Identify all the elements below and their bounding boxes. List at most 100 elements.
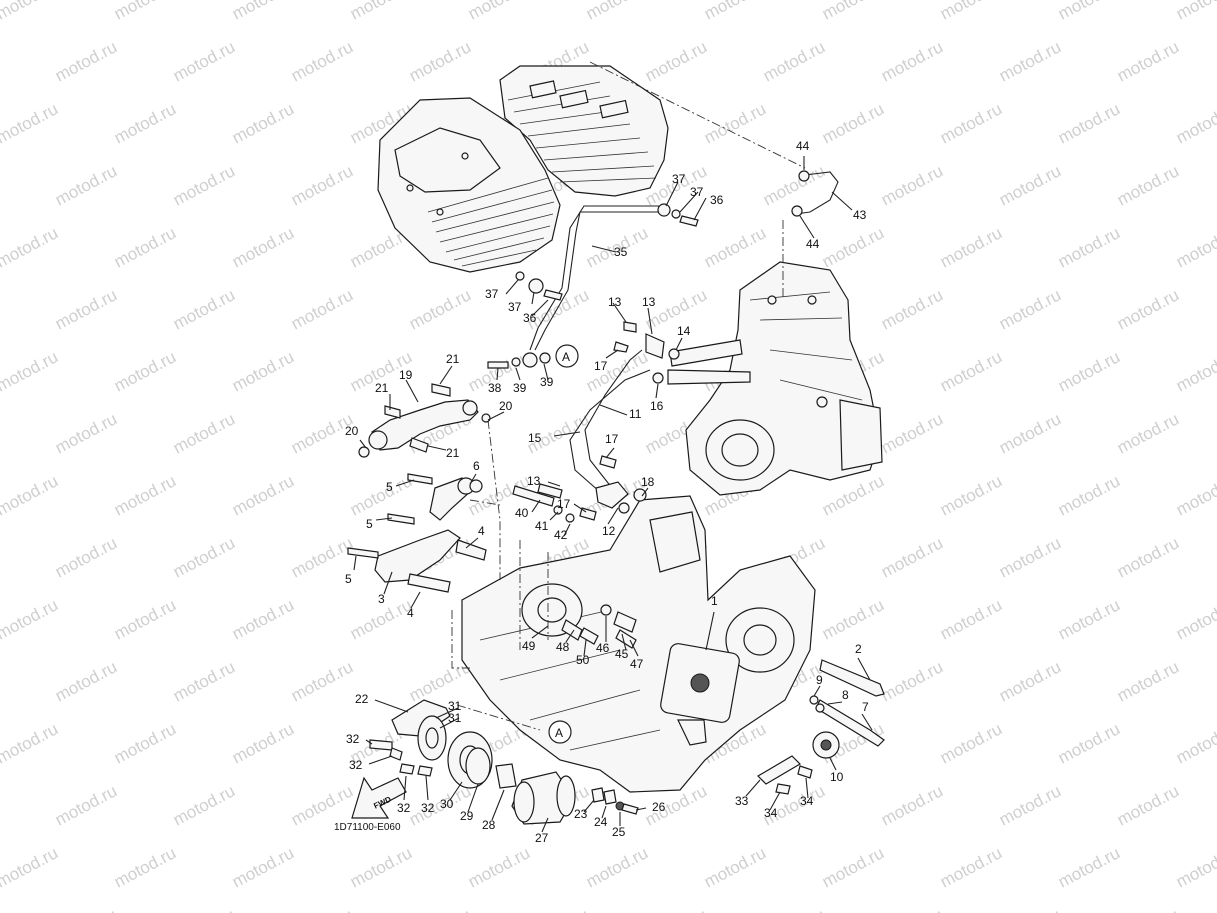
callout-37: 37: [690, 185, 704, 199]
callout-37: 37: [508, 300, 522, 314]
callout-labels: 1 2 3 4 4 5 5 5 6 7 8 9 10 11 12 13 13 1…: [345, 139, 869, 845]
watermark-text: motod.ru: [937, 223, 1005, 271]
callout-49: 49: [522, 639, 536, 653]
watermark-text: motod.ru: [170, 37, 238, 85]
watermark-text: motod.ru: [878, 285, 946, 333]
callout-42: 42: [554, 528, 568, 542]
watermark-text: motod.ru: [1055, 595, 1123, 643]
watermark-text: motod.ru: [52, 285, 120, 333]
watermark-text: motod.ru: [701, 223, 769, 271]
callout-leader-lines: [353, 156, 873, 833]
watermark-text: motod.ru: [878, 409, 946, 457]
watermark-text: motod.ru: [1114, 905, 1182, 913]
watermark-text: motod.ru: [229, 719, 297, 767]
watermark-text: motod.ru: [406, 905, 474, 913]
watermark-text: motod.ru: [878, 37, 946, 85]
callout-31: 31: [448, 699, 462, 713]
callout-9: 9: [816, 673, 823, 687]
callout-38: 38: [488, 381, 502, 395]
cylinder-assembly-drawing: [377, 65, 669, 273]
watermark-text: motod.ru: [937, 843, 1005, 891]
watermark-text: motod.ru: [229, 0, 297, 24]
watermark-text: motod.ru: [996, 905, 1064, 913]
watermark-text: motod.ru: [1055, 0, 1123, 24]
oil-lines-drawing: [529, 171, 839, 493]
watermark-text: motod.ru: [1114, 37, 1182, 85]
watermark-text: motod.ru: [996, 285, 1064, 333]
reference-marker-label: A: [562, 350, 570, 364]
watermark-text: motod.ru: [111, 0, 179, 24]
watermark-text: motod.ru: [1114, 409, 1182, 457]
callout-44: 44: [796, 139, 810, 153]
callout-17: 17: [594, 359, 608, 373]
watermark-text: motod.ru: [170, 657, 238, 705]
callout-5: 5: [366, 517, 373, 531]
reference-marker-label: A: [555, 726, 563, 740]
callout-18: 18: [641, 475, 655, 489]
watermark-text: motod.ru: [288, 161, 356, 209]
watermark-text: motod.ru: [52, 533, 120, 581]
callout-17: 17: [605, 432, 619, 446]
callout-1: 1: [711, 594, 718, 608]
watermark-text: motod.ru: [229, 471, 297, 519]
watermark-text: motod.ru: [937, 347, 1005, 395]
callout-13: 13: [608, 295, 622, 309]
watermark-text: motod.ru: [52, 657, 120, 705]
watermark-text: motod.ru: [1173, 347, 1217, 395]
callout-34: 34: [800, 794, 814, 808]
callout-17: 17: [557, 497, 571, 511]
watermark-text: motod.ru: [170, 905, 238, 913]
watermark-text: motod.ru: [0, 0, 61, 24]
watermark-text: motod.ru: [1173, 471, 1217, 519]
watermark-text: motod.ru: [642, 37, 710, 85]
callout-13: 13: [527, 474, 541, 488]
callout-47: 47: [630, 657, 644, 671]
watermark-text: motod.ru: [878, 657, 946, 705]
watermark-text: motod.ru: [111, 595, 179, 643]
watermark-text: motod.ru: [819, 99, 887, 147]
watermark-text: motod.ru: [229, 223, 297, 271]
watermark-text: motod.ru: [170, 409, 238, 457]
watermark-text: motod.ru: [996, 409, 1064, 457]
watermark-text: motod.ru: [0, 161, 2, 209]
watermark-text: motod.ru: [937, 0, 1005, 24]
callout-39: 39: [540, 375, 554, 389]
watermark-text: motod.ru: [347, 843, 415, 891]
callout-20: 20: [345, 424, 359, 438]
watermark-text: motod.ru: [937, 595, 1005, 643]
callout-14: 14: [677, 324, 691, 338]
watermark-text: motod.ru: [52, 161, 120, 209]
watermark-text: motod.ru: [819, 223, 887, 271]
watermark-text: motod.ru: [760, 905, 828, 913]
callout-43: 43: [853, 208, 867, 222]
watermark-text: motod.ru: [229, 99, 297, 147]
callout-46: 46: [596, 641, 610, 655]
watermark-text: motod.ru: [52, 905, 120, 913]
watermark-text: motod.ru: [406, 657, 474, 705]
small-parts-drawing: [347, 170, 885, 825]
watermark-text: motod.ru: [701, 0, 769, 24]
watermark-text: motod.ru: [465, 843, 533, 891]
watermark-text: motod.ru: [937, 99, 1005, 147]
watermark-text: motod.ru: [1114, 285, 1182, 333]
watermark-text: motod.ru: [0, 595, 61, 643]
watermark-text: motod.ru: [0, 285, 2, 333]
watermark-text: motod.ru: [229, 595, 297, 643]
assembly-guide-lines: [451, 61, 806, 731]
watermark-text: motod.ru: [170, 161, 238, 209]
watermark-text: motod.ru: [170, 533, 238, 581]
watermark-text: motod.ru: [1173, 99, 1217, 147]
watermark-text: motod.ru: [878, 781, 946, 829]
watermark-text: motod.ru: [996, 533, 1064, 581]
watermark-text: motod.ru: [524, 905, 592, 913]
watermark-text: motod.ru: [111, 347, 179, 395]
watermark-text: motod.ru: [760, 161, 828, 209]
watermark-text: motod.ru: [347, 471, 415, 519]
watermark-text: motod.ru: [347, 0, 415, 24]
reference-marker-top: A: [555, 344, 579, 368]
callout-4: 4: [478, 524, 485, 538]
callout-35: 35: [614, 245, 628, 259]
watermark-text: motod.ru: [878, 161, 946, 209]
watermark-text: motod.ru: [229, 347, 297, 395]
